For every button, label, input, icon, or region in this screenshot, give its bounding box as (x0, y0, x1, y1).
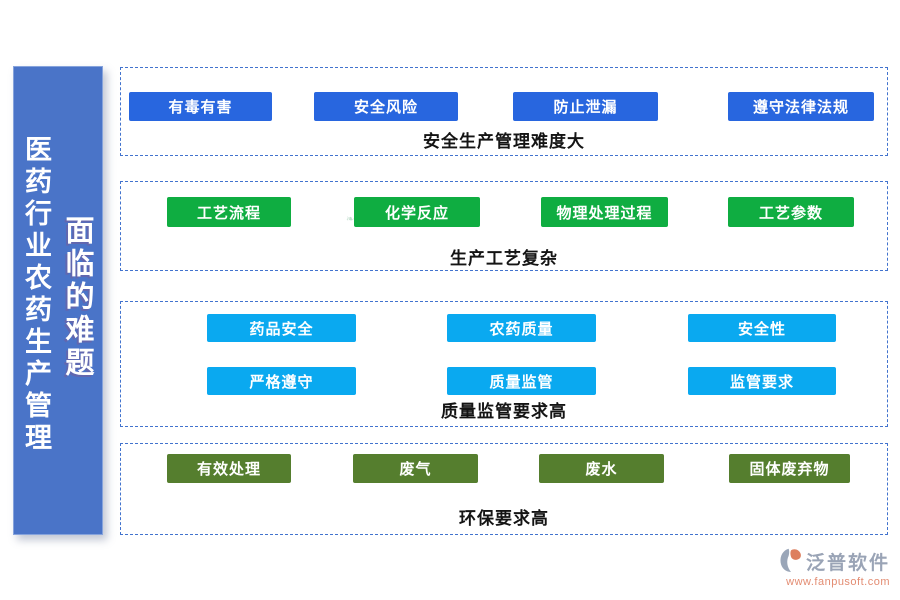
pill-drug-safety: 药品安全 (207, 314, 356, 342)
vertical-title-main: 医药行业农药生产管理 (21, 135, 51, 455)
pill-strict-compliance: 严格遵守 (207, 367, 356, 395)
pill-process-parameters: 工艺参数 (728, 197, 854, 227)
section-environmental-protection: 有效处理 废气 废水 固体废弃物 环保要求高 (120, 443, 888, 535)
watermark-logo-faint: ❧ (346, 214, 355, 225)
pill-leak-prevention: 防止泄漏 (513, 92, 658, 121)
vertical-title-sub: 面临的难题 (61, 215, 93, 380)
section-production-process: ❧ 工艺流程 化学反应 物理处理过程 工艺参数 生产工艺复杂 (120, 181, 888, 271)
pill-law-compliance: 遵守法律法规 (728, 92, 874, 121)
section-safety-management: 有毒有害 安全风险 防止泄漏 遵守法律法规 安全生产管理难度大 (120, 67, 888, 156)
pill-process-flow: 工艺流程 (167, 197, 291, 227)
pill-regulatory-requirements: 监管要求 (688, 367, 836, 395)
pill-effective-treatment: 有效处理 (167, 454, 291, 483)
pill-quality-supervision: 质量监管 (447, 367, 596, 395)
left-title-banner: 医药行业农药生产管理 面临的难题 (13, 66, 103, 535)
pill-physical-processing: 物理处理过程 (541, 197, 668, 227)
pill-toxic-harmful: 有毒有害 (129, 92, 272, 121)
section-quality-supervision: 药品安全 农药质量 安全性 严格遵守 质量监管 监管要求 质量监管要求高 (120, 301, 888, 427)
section-caption-quality: 质量监管要求高 (441, 402, 567, 421)
fanpu-logo-icon (779, 547, 803, 573)
brand-name: 泛普软件 (805, 553, 890, 574)
brand-footer: 泛普软件 www.fanpusoft.com (750, 547, 890, 588)
pill-pesticide-quality: 农药质量 (447, 314, 596, 342)
section-caption-environment: 环保要求高 (459, 509, 549, 528)
section-caption-safety: 安全生产管理难度大 (423, 132, 585, 151)
pill-waste-gas: 废气 (353, 454, 478, 483)
pill-safety-risk: 安全风险 (314, 92, 458, 121)
pill-waste-water: 废水 (539, 454, 664, 483)
pill-safety: 安全性 (688, 314, 836, 342)
brand-url: www.fanpusoft.com (786, 576, 890, 588)
section-caption-process: 生产工艺复杂 (450, 249, 558, 268)
pill-chemical-reaction: 化学反应 (354, 197, 480, 227)
pill-solid-waste: 固体废弃物 (729, 454, 850, 483)
